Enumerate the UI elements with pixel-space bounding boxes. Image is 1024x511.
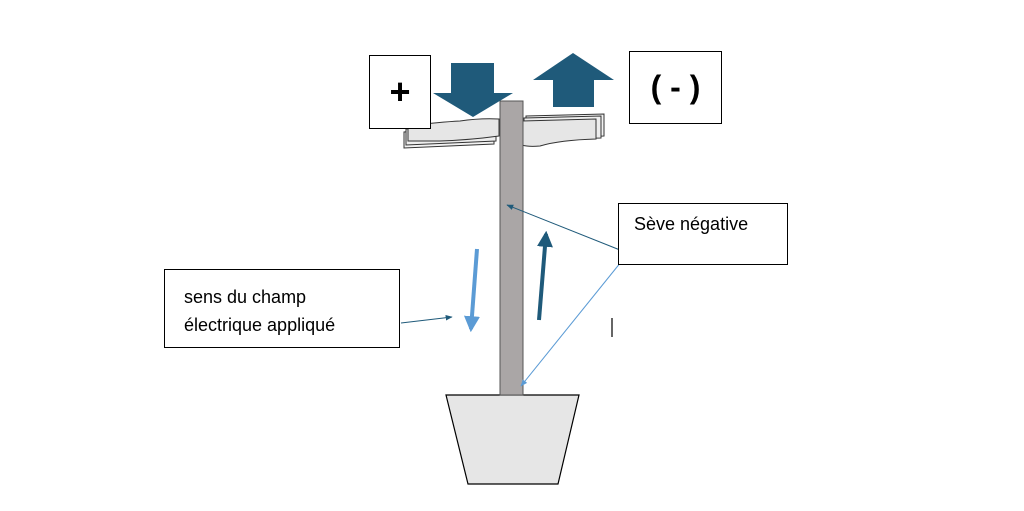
plus-label: + <box>389 71 411 112</box>
plant-pot <box>445 394 580 485</box>
champ-label-line1: sens du champ <box>184 287 307 307</box>
positive-terminal-box: + <box>369 55 431 129</box>
electric-field-box: sens du champ électrique appliqué <box>164 269 400 348</box>
right-leaf <box>521 113 605 147</box>
up-arrow <box>533 53 614 107</box>
minus-label: ( - ) <box>650 69 701 105</box>
seve-negative-box: Sève négative <box>618 203 788 265</box>
sap-arrow-up <box>536 230 553 321</box>
plant-stem <box>499 100 524 396</box>
seve-pointer-upper <box>506 204 621 251</box>
negative-terminal-box: ( - ) <box>629 51 722 124</box>
champ-label-line2: électrique appliqué <box>184 315 336 335</box>
down-arrow <box>433 63 513 117</box>
field-arrow-down <box>463 248 480 333</box>
seve-pointer-lower <box>520 261 622 387</box>
champ-pointer <box>400 314 453 324</box>
seve-label: Sève négative <box>634 214 749 234</box>
